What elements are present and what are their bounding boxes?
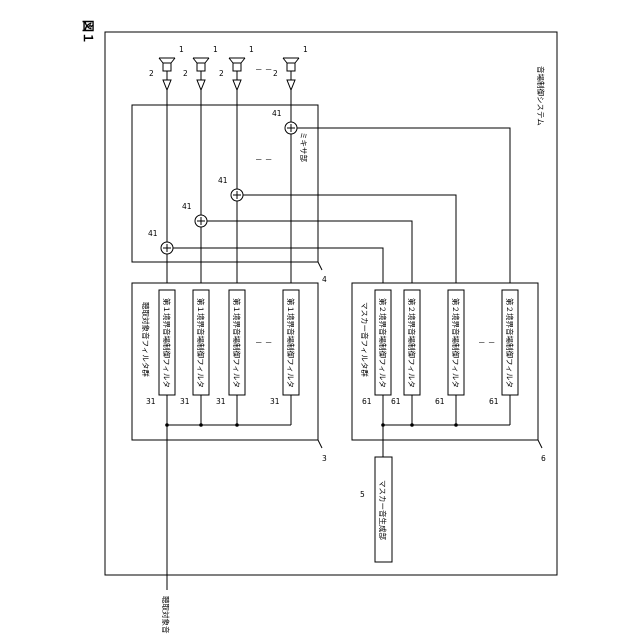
- figure-label: 図１: [81, 20, 95, 44]
- target-group-ref: 3: [322, 454, 327, 463]
- svg-text:31: 31: [216, 397, 226, 406]
- svg-text:2: 2: [219, 69, 224, 78]
- svg-text:31: 31: [180, 397, 190, 406]
- input-label: 聴取対象音: [161, 596, 171, 634]
- masker-group-ref: 6: [541, 454, 546, 463]
- svg-text:2: 2: [183, 69, 188, 78]
- svg-text:41: 41: [272, 109, 282, 118]
- mixer-ellipsis: － －: [255, 155, 272, 164]
- svg-text:第１境界音場制御フィルタ: 第１境界音場制御フィルタ: [286, 298, 296, 388]
- svg-text:1: 1: [179, 45, 184, 54]
- svg-text:マスカー音生成部: マスカー音生成部: [378, 480, 388, 540]
- svg-text:31: 31: [146, 397, 156, 406]
- svg-text:第２境界音場制御フィルタ: 第２境界音場制御フィルタ: [505, 298, 515, 388]
- svg-text:41: 41: [148, 229, 158, 238]
- svg-text:61: 61: [489, 397, 499, 406]
- svg-text:41: 41: [182, 202, 192, 211]
- mixer-label: ミキサ部: [299, 132, 309, 162]
- svg-text:第２境界音場制御フィルタ: 第２境界音場制御フィルタ: [378, 298, 388, 388]
- mixer-ref: 4: [322, 275, 327, 284]
- svg-text:1: 1: [303, 45, 308, 54]
- speaker-ellipsis: － －: [255, 65, 272, 74]
- svg-text:1: 1: [213, 45, 218, 54]
- svg-text:第１境界音場制御フィルタ: 第１境界音場制御フィルタ: [162, 298, 172, 388]
- masker-group-label: マスカー音フィルタ群: [360, 302, 370, 377]
- svg-text:61: 61: [391, 397, 401, 406]
- svg-text:61: 61: [362, 397, 372, 406]
- svg-text:31: 31: [270, 397, 280, 406]
- svg-text:2: 2: [273, 69, 278, 78]
- svg-text:61: 61: [435, 397, 445, 406]
- svg-text:第１境界音場制御フィルタ: 第１境界音場制御フィルタ: [232, 298, 242, 388]
- svg-text:第２境界音場制御フィルタ: 第２境界音場制御フィルタ: [407, 298, 417, 388]
- svg-text:2: 2: [149, 69, 154, 78]
- target-group-label: 聴取対象音フィルタ群: [141, 302, 151, 377]
- svg-text:第１境界音場制御フィルタ: 第１境界音場制御フィルタ: [196, 298, 206, 388]
- svg-text:41: 41: [218, 176, 228, 185]
- svg-text:第２境界音場制御フィルタ: 第２境界音場制御フィルタ: [451, 298, 461, 388]
- svg-text:5: 5: [360, 490, 365, 499]
- svg-text:1: 1: [249, 45, 254, 54]
- first-filter-ellipsis: － －: [255, 338, 272, 347]
- second-filter-ellipsis: － －: [478, 338, 495, 347]
- system-label: 音場制御システム: [536, 66, 546, 126]
